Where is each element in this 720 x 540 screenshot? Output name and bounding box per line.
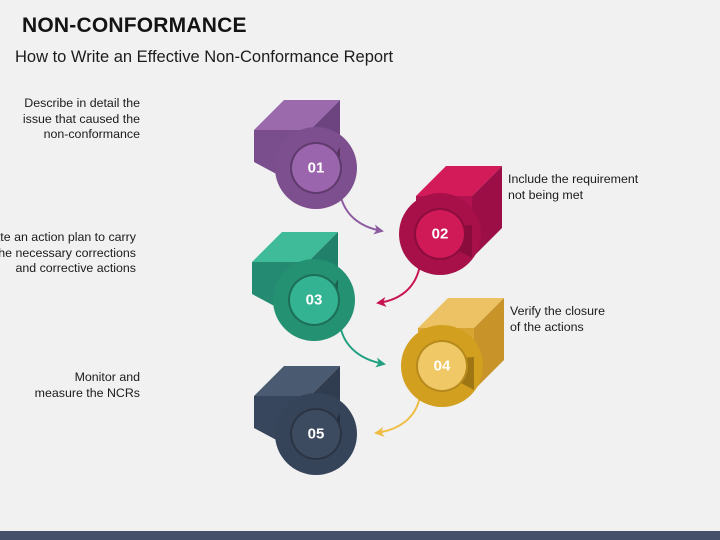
cube-top-face bbox=[418, 298, 504, 328]
cube-top-face bbox=[254, 366, 340, 396]
page-title: NON-CONFORMANCE bbox=[22, 14, 247, 37]
step-inner-circle bbox=[290, 276, 338, 324]
step-number: 05 bbox=[308, 426, 325, 443]
step-inner-circle bbox=[418, 342, 466, 390]
page-subtitle: How to Write an Effective Non-Conformanc… bbox=[15, 48, 394, 66]
step-inner-circle bbox=[292, 410, 340, 458]
step-02-graphic: 02 bbox=[399, 166, 502, 275]
step-number: 03 bbox=[306, 292, 323, 309]
cube-top-face bbox=[254, 100, 340, 130]
cube-top-face bbox=[252, 232, 338, 262]
step-01-graphic: 01 bbox=[254, 100, 357, 209]
step-04-graphic: 04 bbox=[401, 298, 504, 407]
step-number: 02 bbox=[432, 226, 449, 243]
step-03-label: Create an action plan to carry out the n… bbox=[0, 230, 136, 275]
slide-header: NON-CONFORMANCE How to Write an Effectiv… bbox=[0, 0, 720, 80]
step-inner-circle bbox=[416, 210, 464, 258]
step-inner-circle bbox=[292, 144, 340, 192]
step-05-graphic: 05 bbox=[254, 366, 357, 475]
step-number: 01 bbox=[308, 160, 325, 177]
bottom-accent-bar bbox=[0, 531, 720, 540]
step-04-label: Verify the closure of the actions bbox=[510, 304, 606, 334]
step-01-label: Describe in detail the issue that caused… bbox=[22, 96, 140, 141]
step-number: 04 bbox=[434, 358, 451, 375]
step-02-label: Include the requirement not being met bbox=[508, 172, 639, 202]
step-03-graphic: 03 bbox=[252, 232, 355, 341]
cube-top-face bbox=[416, 166, 502, 196]
step-05-label: Monitor and measure the NCRs bbox=[34, 370, 140, 400]
